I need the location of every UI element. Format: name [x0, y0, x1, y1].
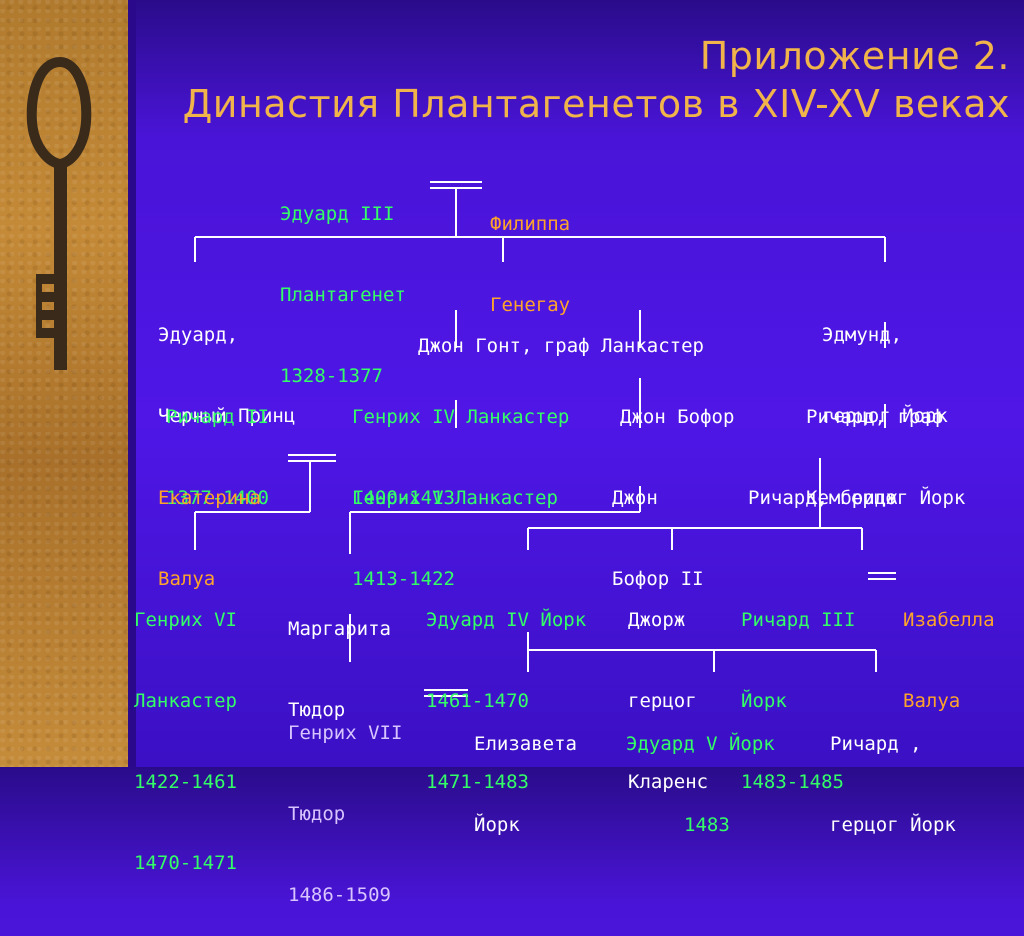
node-catherine-name: Екатерина	[158, 487, 261, 509]
node-richard-ii-name: Ричард II	[166, 406, 269, 428]
node-henry-v-years: 1413-1422	[352, 568, 455, 590]
node-philippa: Филиппа Генегау	[490, 157, 570, 346]
node-elizabeth-house: Йорк	[474, 814, 520, 836]
node-john-beaufort-ii-surname: Бофор II	[612, 568, 704, 590]
node-richard-duke-york-name: Ричард, герцог Йорк	[748, 487, 966, 509]
node-john-beaufort: Джон Бофор	[620, 350, 734, 458]
node-henry-vii-years: 1486-1509	[288, 884, 391, 906]
node-edward-iii: Эдуард III Плантагенет 1328-1377	[280, 147, 406, 417]
node-henry-iv-years: 1400-1413	[352, 487, 455, 509]
node-henry-iv: Генрих IV Ланкастер 1400-1413	[352, 350, 569, 539]
node-isabella-name: Изабелла	[903, 609, 995, 631]
node-catherine: Екатерина Валуа	[158, 431, 261, 620]
node-henry-vii-house: Тюдор	[288, 803, 346, 825]
node-richard-iii-name: Ричард III	[741, 609, 856, 631]
node-richard-ii-years: 1377-1400	[166, 487, 269, 509]
node-catherine-house: Валуа	[158, 568, 216, 590]
node-henry-vii-name: Генрих VII	[288, 722, 403, 744]
node-richard-duke-york-2: Ричард , герцог Йорк	[830, 677, 956, 866]
node-philippa-house: Генегау	[490, 294, 571, 316]
node-elizabeth-york: Елизавета Йорк	[474, 677, 577, 866]
node-isabella: Изабелла Валуа	[903, 553, 995, 742]
node-black-prince-title: Черный Принц	[158, 405, 296, 427]
node-john-gaunt-name: Джон Гонт, граф Ланкастер	[418, 335, 704, 357]
title-line-2: Династия Плантагенетов в XIV-XV веках	[182, 82, 1010, 126]
node-richard-iii-house: Йорк	[741, 690, 787, 712]
node-margaret: Маргарита Тюдор	[288, 562, 391, 751]
node-henry-vi-name: Генрих VI	[134, 609, 237, 631]
node-edward-v-name: Эдуард V Йорк	[626, 733, 775, 755]
node-richard-ii: Ричард II 1377-1400	[166, 350, 269, 539]
node-edward-iii-name: Эдуард III	[280, 203, 395, 225]
node-edward-v-years: 1483	[684, 814, 730, 836]
tree-lines	[0, 0, 1024, 767]
node-edmund: Эдмунд, герцог Йорк	[822, 268, 948, 457]
node-henry-vi-house: Ланкастер	[134, 690, 237, 712]
node-henry-iv-name: Генрих IV Ланкастер	[352, 406, 570, 428]
node-richard-duke-york-2-title: герцог Йорк	[830, 814, 956, 836]
node-george-name: Джорж	[628, 609, 686, 631]
node-henry-vi: Генрих VI Ланкастер 1422-1461 1470-1471	[134, 553, 237, 904]
node-richard-duke-york: Ричард, герцог Йорк	[748, 431, 965, 539]
node-edmund-name: Эдмунд,	[822, 324, 903, 346]
node-margaret-house: Тюдор	[288, 699, 346, 721]
node-richard-cambridge: Ричард, граф Кембридж	[806, 350, 943, 539]
sidebar-edge	[128, 0, 136, 767]
node-henry-vi-years-1: 1422-1461	[134, 771, 237, 793]
title-line-1: Приложение 2.	[699, 34, 1010, 78]
node-henry-v: Генрих V Ланкастер 1413-1422	[352, 431, 558, 620]
node-george-title: герцог	[628, 690, 697, 712]
node-elizabeth-name: Елизавета	[474, 733, 577, 755]
node-henry-vii: Генрих VII Тюдор 1486-1509	[288, 666, 402, 936]
node-philippa-name: Филиппа	[490, 213, 571, 235]
node-margaret-name: Маргарита	[288, 618, 391, 640]
node-edward-iv-years-1: 1461-1470	[426, 690, 529, 712]
node-black-prince: Эдуард, Черный Принц	[158, 268, 295, 457]
node-edward-iii-house: Плантагенет	[280, 284, 406, 306]
node-john-beaufort-name: Джон Бофор	[620, 406, 735, 428]
node-edmund-title: герцог Йорк	[822, 405, 948, 427]
key-icon	[26, 56, 92, 370]
node-edward-iii-years: 1328-1377	[280, 365, 383, 387]
node-henry-v-name: Генрих V Ланкастер	[352, 487, 558, 509]
node-edward-v: Эдуард V Йорк 1483	[626, 677, 775, 866]
node-john-gaunt: Джон Гонт, граф Ланкастер	[418, 279, 704, 387]
node-richard-duke-york-2-name: Ричард ,	[830, 733, 922, 755]
node-edward-iv-name: Эдуард IV Йорк	[426, 609, 587, 631]
node-john-beaufort-ii-name: Джон	[612, 487, 658, 509]
node-richard-cambridge-title: Кембридж	[806, 487, 898, 509]
node-john-beaufort-ii: Джон Бофор II	[612, 431, 704, 620]
node-isabella-house: Валуа	[903, 690, 961, 712]
decorative-sidebar	[0, 0, 128, 767]
node-henry-vi-years-2: 1470-1471	[134, 852, 237, 874]
node-black-prince-name: Эдуард,	[158, 324, 239, 346]
node-richard-cambridge-name: Ричард, граф	[806, 406, 944, 428]
